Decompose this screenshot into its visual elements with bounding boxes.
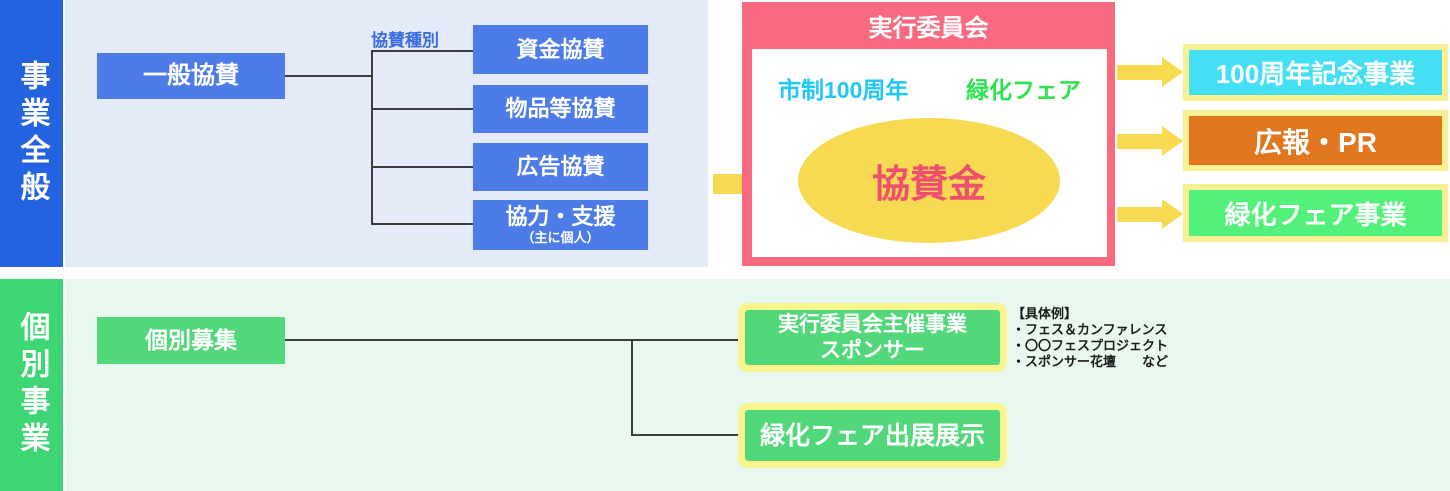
committee-tags: 市制100周年 緑化フェア [752,71,1107,105]
anniversary-project-box: 100周年記念事業 [1183,44,1448,101]
sponsorship-money-label: 協賛金 [871,164,986,206]
connector-line [285,339,738,341]
examples-title: 【具体例】 [1012,306,1078,321]
connector-line [285,75,371,77]
arrow-head [1162,126,1183,156]
connector-line [371,50,373,225]
executive-committee-box: 実行委員会 市制100周年 緑化フェア 協賛金 [742,2,1115,266]
city-100th-anniversary-label: 市制100周年 [778,77,909,103]
arrow-shaft [1117,65,1163,80]
connector-line [371,108,473,110]
arrow-shaft [1117,207,1163,222]
section-label-text: 事業全般 [15,59,49,208]
example-item: ・スポンサー花壇 など [1012,354,1169,369]
example-item: ・フェス＆カンファレンス [1012,322,1168,337]
advertising-sponsorship-label: 広告協賛 [516,154,605,180]
right-arrow-icon [1117,126,1183,157]
section-label-individual-projects: 個別事業 [0,279,63,491]
examples-annotation: 【具体例】 ・フェス＆カンファレンス ・〇〇フェスプロジェクト ・スポンサー花壇… [1012,306,1168,370]
cooperation-support-box: 協力・支援 （主に個人） [473,200,648,250]
connector-line [631,339,633,436]
cooperation-support-sublabel: （主に個人） [521,230,600,246]
sponsorship-money-ellipse: 協賛金 [798,118,1060,243]
executive-committee-inner: 市制100周年 緑化フェア 協賛金 [752,49,1107,257]
cooperation-support-label: 協力・支援 [505,203,616,229]
committee-hosted-sponsor-line1: 実行委員会主催事業 [778,313,967,337]
committee-hosted-sponsor-box: 実行委員会主催事業 スポンサー [738,303,1007,372]
advertising-sponsorship-box: 広告協賛 [473,143,648,191]
goods-sponsorship-label: 物品等協賛 [505,96,616,122]
pr-box: 広報・PR [1183,110,1448,171]
right-arrow-icon [1117,199,1183,230]
sponsorship-type-label: 協賛種別 [371,31,439,50]
anniversary-project-label: 100周年記念事業 [1215,59,1416,89]
greening-fair-project-box: 緑化フェア事業 [1183,184,1448,242]
arrow-shaft [1117,134,1163,149]
greening-fair-exhibit-label: 緑化フェア出展展示 [759,421,985,450]
general-sponsorship-label: 一般協賛 [143,62,239,90]
connector-line [371,223,473,225]
arrow-head [1162,57,1183,87]
funds-sponsorship-box: 資金協賛 [473,25,648,74]
connector-line [371,50,473,52]
section-label-text: 個別事業 [15,311,49,459]
connector-line [371,166,473,168]
pr-label: 広報・PR [1254,126,1377,158]
funds-sponsorship-label: 資金協賛 [516,36,605,62]
right-arrow-icon [1117,57,1183,88]
individual-recruitment-box: 個別募集 [97,317,285,364]
greening-fair-label: 緑化フェア [966,77,1081,103]
arrow-head [1162,199,1183,229]
executive-committee-title: 実行委員会 [868,15,989,42]
section-label-overall-business: 事業全般 [0,0,63,267]
goods-sponsorship-box: 物品等協賛 [473,85,648,133]
committee-hosted-sponsor-line2: スポンサー [820,338,925,362]
greening-fair-exhibit-box: 緑化フェア出展展示 [738,403,1007,468]
general-sponsorship-box: 一般協賛 [97,53,285,99]
individual-recruitment-label: 個別募集 [145,327,237,354]
example-item: ・〇〇フェスプロジェクト [1012,338,1169,353]
greening-fair-project-label: 緑化フェア事業 [1224,199,1407,230]
connector-line [631,434,738,436]
